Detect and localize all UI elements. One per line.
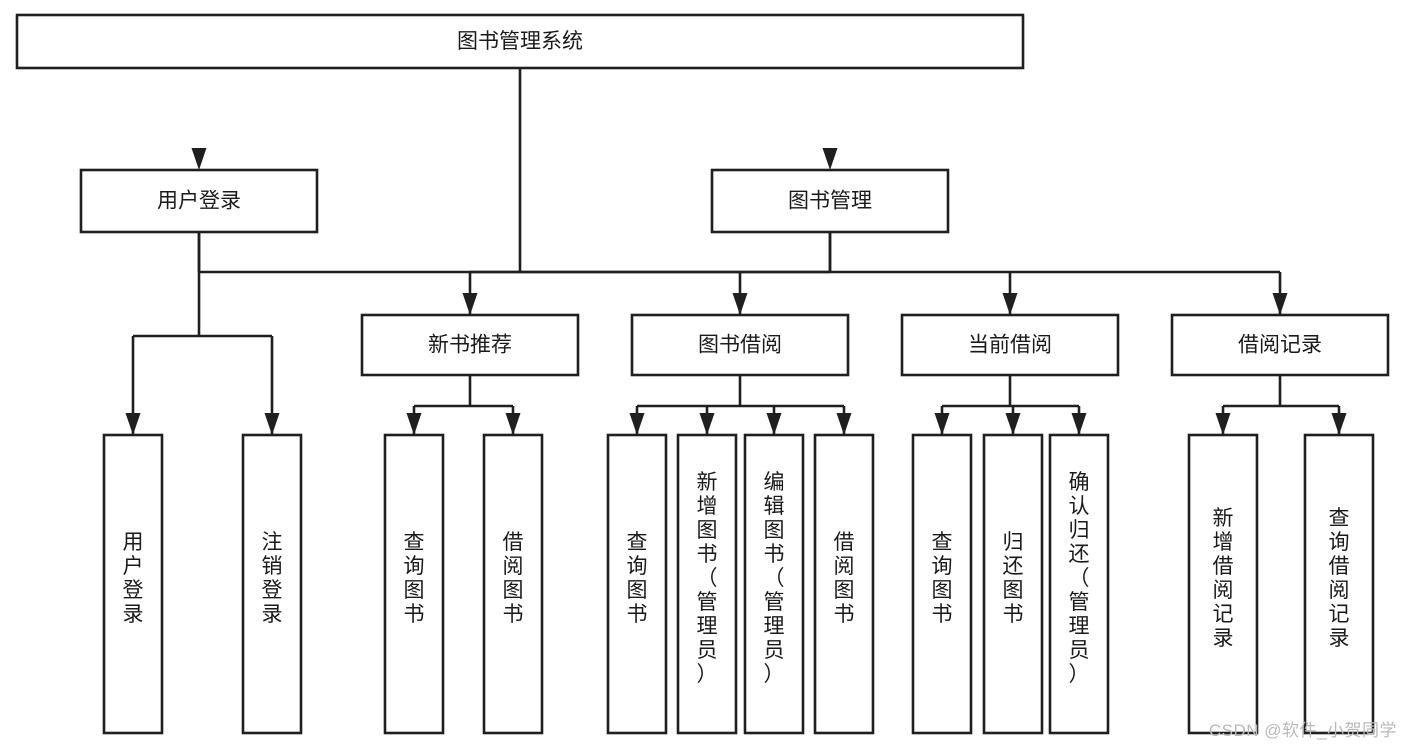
node-query-book-1-label: 查询图书 (404, 531, 425, 626)
arrow-head-icon (934, 413, 950, 435)
node-new-book-recommend-label: 新书推荐 (428, 334, 512, 357)
node-borrow-book-1[interactable]: 借阅图书 (482, 433, 544, 735)
node-new-book-recommend-rect[interactable] (360, 313, 580, 377)
connector-edges (125, 68, 1347, 435)
node-current-borrow-label: 当前借阅 (968, 334, 1052, 357)
node-current-borrow[interactable]: 当前借阅 (900, 313, 1120, 377)
node-add-borrow-record-label: 新增借阅记录 (1213, 507, 1234, 650)
node-query-book-3-rect[interactable] (911, 433, 973, 735)
node-query-book-3[interactable]: 查询图书 (911, 433, 973, 735)
node-user-login-do-label: 用户登录 (123, 531, 144, 626)
node-return-book[interactable]: 归还图书 (982, 433, 1044, 735)
node-query-borrow-record[interactable]: 查询借阅记录 (1303, 433, 1375, 735)
arrow-head-icon (462, 293, 478, 315)
node-borrow-record-rect[interactable] (1170, 313, 1390, 377)
node-borrow-record[interactable]: 借阅记录 (1170, 313, 1390, 377)
node-query-borrow-record-label: 查询借阅记录 (1329, 507, 1350, 650)
node-user-logout[interactable]: 注销登录 (241, 433, 303, 735)
arrow-head-icon (766, 413, 782, 435)
node-add-book[interactable]: 新增图书（管理员） (676, 433, 738, 735)
node-query-book-2-label: 查询图书 (627, 531, 648, 626)
arrow-head-icon (191, 148, 207, 170)
arrow-head-icon (125, 413, 141, 435)
arrow-head-icon (1215, 413, 1231, 435)
arrow-head-icon (629, 413, 645, 435)
node-query-book-1[interactable]: 查询图书 (383, 433, 445, 735)
node-return-book-rect[interactable] (982, 433, 1044, 735)
node-book-manage-rect[interactable] (710, 168, 950, 234)
node-user-login[interactable]: 用户登录 (79, 168, 319, 234)
node-borrow-book-1-label: 借阅图书 (503, 531, 524, 626)
node-edit-book[interactable]: 编辑图书（管理员） (743, 433, 805, 735)
node-query-book-2-rect[interactable] (606, 433, 668, 735)
node-borrow-book-2[interactable]: 借阅图书 (813, 433, 875, 735)
node-root[interactable]: 图书管理系统 (15, 13, 1025, 70)
node-edit-book-label: 编辑图书（管理员） (764, 471, 785, 686)
node-return-book-label: 归还图书 (1003, 531, 1024, 626)
node-current-borrow-rect[interactable] (900, 313, 1120, 377)
node-add-book-label: 新增图书（管理员） (697, 471, 718, 686)
arrow-head-icon (699, 413, 715, 435)
node-user-logout-rect[interactable] (241, 433, 303, 735)
node-user-login-label: 用户登录 (157, 190, 241, 213)
node-borrow-book-2-label: 借阅图书 (834, 531, 855, 626)
watermark-text: CSDN @软件_小贺同学 (1208, 721, 1397, 740)
arrow-head-icon (406, 413, 422, 435)
node-confirm-return[interactable]: 确认归还（管理员） (1048, 433, 1110, 735)
node-user-login-rect[interactable] (79, 168, 319, 234)
arrow-head-icon (505, 413, 521, 435)
node-borrow-book-1-rect[interactable] (482, 433, 544, 735)
node-user-logout-label: 注销登录 (262, 531, 283, 626)
node-book-borrow-rect[interactable] (630, 313, 850, 377)
node-boxes: 图书管理系统用户登录图书管理用户登录注销登录新书推荐图书借阅当前借阅借阅记录查询… (15, 13, 1390, 735)
arrow-head-icon (1005, 413, 1021, 435)
arrow-head-icon (1002, 293, 1018, 315)
node-confirm-return-label: 确认归还（管理员） (1069, 471, 1090, 686)
arrow-head-icon (732, 293, 748, 315)
node-add-borrow-record[interactable]: 新增借阅记录 (1187, 433, 1259, 735)
node-new-book-recommend[interactable]: 新书推荐 (360, 313, 580, 377)
node-book-manage-label: 图书管理 (788, 190, 872, 213)
node-confirm-return-rect[interactable] (1048, 433, 1110, 735)
arrow-head-icon (1331, 413, 1347, 435)
node-query-book-3-label: 查询图书 (932, 531, 953, 626)
node-borrow-book-2-rect[interactable] (813, 433, 875, 735)
node-add-borrow-record-rect[interactable] (1187, 433, 1259, 735)
node-query-book-2[interactable]: 查询图书 (606, 433, 668, 735)
node-root-label: 图书管理系统 (457, 30, 583, 53)
node-query-borrow-record-rect[interactable] (1303, 433, 1375, 735)
node-book-manage[interactable]: 图书管理 (710, 168, 950, 234)
node-book-borrow[interactable]: 图书借阅 (630, 313, 850, 377)
arrow-head-icon (264, 413, 280, 435)
arrow-head-icon (836, 413, 852, 435)
node-query-book-1-rect[interactable] (383, 433, 445, 735)
node-user-login-do[interactable]: 用户登录 (102, 433, 164, 735)
node-edit-book-rect[interactable] (743, 433, 805, 735)
node-book-borrow-label: 图书借阅 (698, 334, 782, 357)
node-root-rect[interactable] (15, 13, 1025, 70)
node-add-book-rect[interactable] (676, 433, 738, 735)
node-user-login-do-rect[interactable] (102, 433, 164, 735)
arrow-head-icon (1071, 413, 1087, 435)
node-borrow-record-label: 借阅记录 (1238, 334, 1322, 357)
arrow-head-icon (1272, 293, 1288, 315)
arrow-head-icon (822, 148, 838, 170)
